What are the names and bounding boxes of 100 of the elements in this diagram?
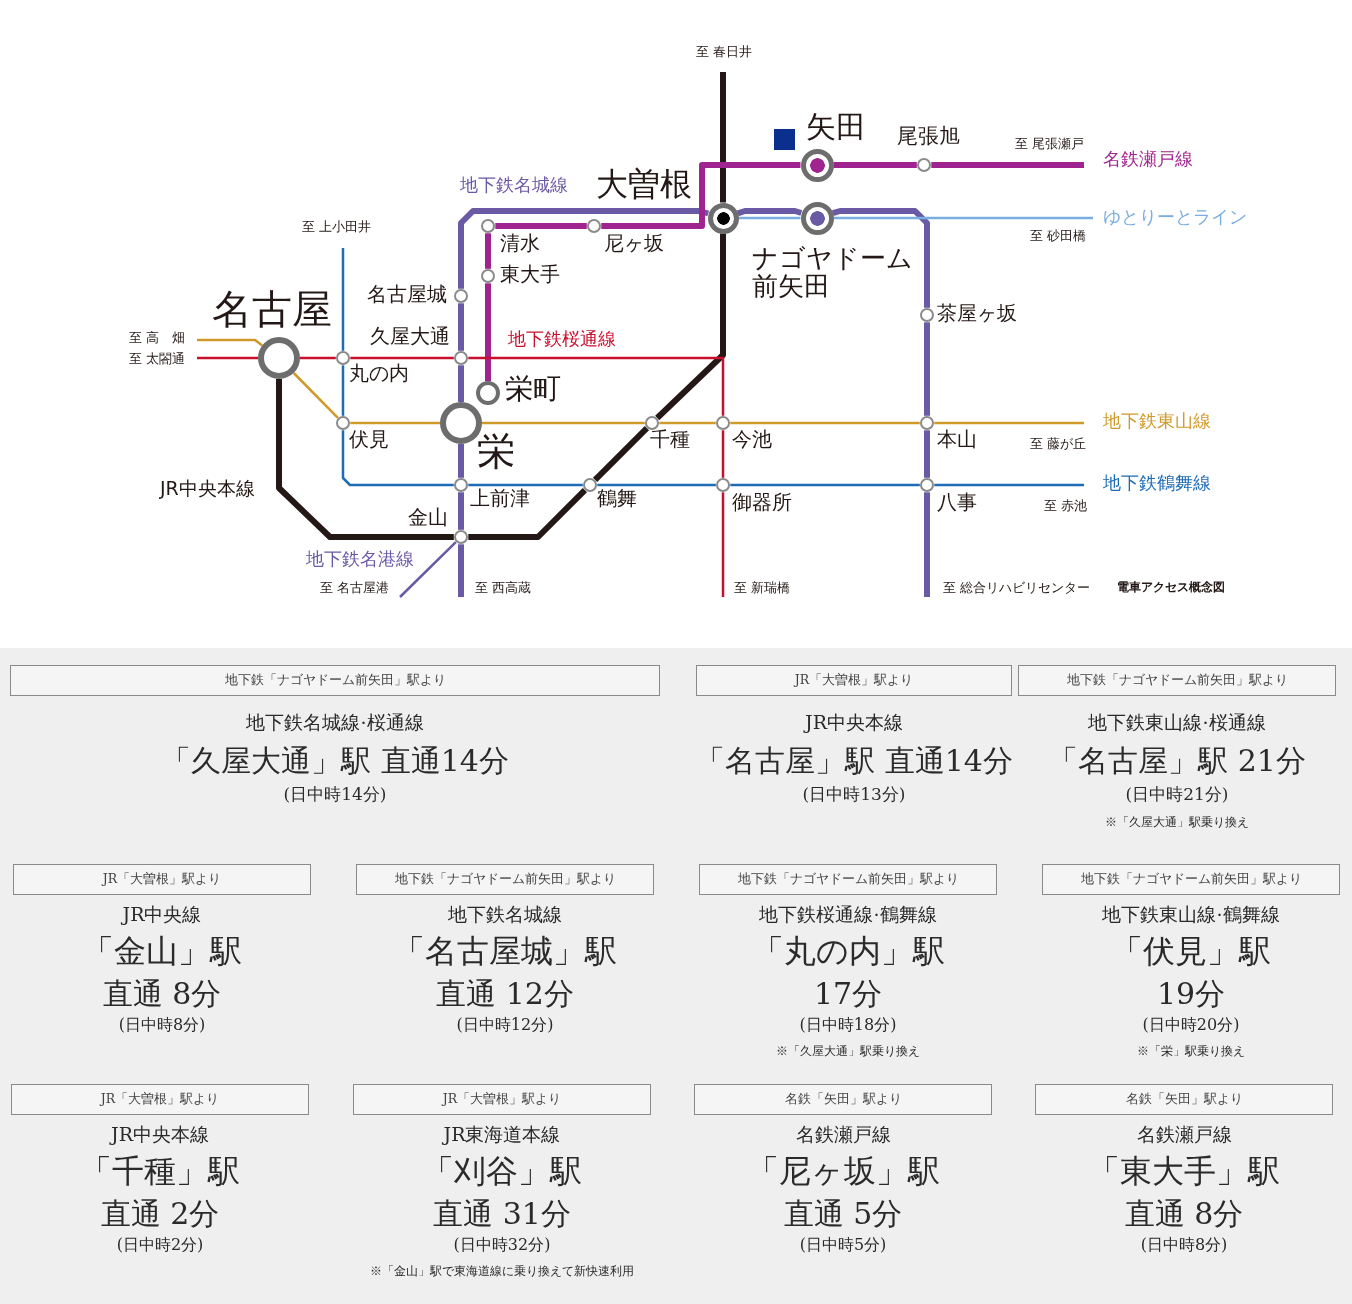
station-name: 尾張旭 [897,124,960,149]
rail-line [197,356,258,360]
daytime-time: (日中時14分) [283,785,387,805]
origin-station-header: 地下鉄「ナゴヤドーム前矢田」駅より [10,665,660,696]
travel-time: 直通 12分 [436,977,574,1012]
line-name: 地下鉄鶴舞線 [1103,473,1211,494]
station-name: 丸の内 [349,362,409,385]
rail-line [655,233,726,421]
rail-line [495,223,587,229]
line-name: JR中央線 [122,904,202,926]
station-name: 今池 [732,428,772,451]
station-circle [453,288,469,304]
rail-line [720,72,726,203]
station-circle [453,477,469,493]
direction-label: 至 尾張瀬戸 [1015,137,1085,152]
rail-line [833,216,1093,220]
rail-line [458,444,464,478]
travel-time: 直通 8分 [102,977,222,1012]
station-name: 名古屋 [212,286,332,332]
station-circle [480,268,496,284]
station-name: ナゴヤドーム前矢田 [752,244,914,301]
station-name: 上前津 [470,487,530,510]
rail-line [736,208,803,217]
daytime-time: (日中時8分) [118,1016,206,1035]
rail-line [300,356,336,360]
daytime-time: (日中時5分) [799,1236,887,1255]
destination-station: 「名古屋城」駅 [393,933,617,970]
line-name: 地下鉄名城線 [448,904,562,926]
rail-line [931,162,1084,168]
station-circle [335,350,351,366]
line-name: 地下鉄桜通線·鶴舞線 [759,904,937,926]
direction-label: 至 上小田井 [302,220,372,235]
direction-label: 至 藤が丘 [1030,437,1087,452]
line-name: 名鉄瀬戸線 [795,1124,891,1146]
station-circle [916,157,932,173]
line-name: 地下鉄東山線·鶴舞線 [1102,904,1280,926]
station-name: 本山 [937,428,977,451]
rail-line [924,322,930,416]
daytime-time: (日中時18分) [799,1016,897,1035]
rail-line [458,544,464,597]
rail-line [592,425,650,483]
station-name: 金山 [408,506,448,529]
origin-station-header: 名鉄「矢田」駅より [694,1084,992,1115]
station-circle [480,218,496,234]
station-name: 栄 [477,430,515,474]
daytime-time: (日中時8分) [1140,1236,1228,1255]
daytime-time: (日中時20分) [1142,1016,1240,1035]
line-name: 地下鉄東山線 [1103,411,1211,432]
direction-label: 至 太閤通 [129,352,186,367]
station-name: 東大手 [500,263,560,286]
rail-line [197,338,263,347]
station-circle [919,477,935,493]
destination-station: 「千種」駅 [80,1153,240,1190]
station-name: 矢田 [806,110,866,145]
rail-line [659,421,716,425]
destination-station: 「金山」駅 [82,933,242,970]
destination-station: 「東大手」駅 [1088,1153,1280,1190]
daytime-time: (日中時21分) [1125,785,1229,805]
rail-line [458,208,710,289]
rail-line [341,430,454,487]
direction-label: 至 赤池 [1044,499,1088,514]
rail-line [341,365,345,416]
rail-line [458,492,464,530]
travel-time: 17分 [813,977,883,1012]
rail-line [468,487,588,540]
station-name: 名古屋城 [367,283,447,306]
line-name: JR中央本線 [805,712,903,734]
destination-time: 「名古屋」駅 直通14分 [695,744,1013,779]
station-circle [707,202,739,234]
line-name: JR中央本線 [160,478,255,500]
origin-station-header: 名鉄「矢田」駅より [1035,1084,1333,1115]
travel-time: 19分 [1156,977,1226,1012]
rail-line [721,430,725,478]
origin-station-header: 地下鉄「ナゴヤドーム前矢田」駅より [699,864,997,895]
station-circle [586,218,602,234]
rail-line [482,421,645,425]
travel-time: 直通 5分 [783,1197,903,1232]
transfer-note: ※「金山」駅で東海道線に乗り換えて新快速利用 [370,1265,634,1279]
origin-station-header: 地下鉄「ナゴヤドーム前矢田」駅より [356,864,654,895]
rail-line [350,421,440,425]
rail-line [924,430,930,478]
station-circle [335,415,351,431]
rail-line [468,356,725,416]
line-name: 地下鉄桜通線 [508,329,616,350]
station-circle [919,307,935,323]
station-circle [800,201,834,235]
line-name: 地下鉄名城線·桜通線 [246,712,424,734]
rail-line [468,483,583,487]
rail-line [833,162,917,168]
station-name: 清水 [500,232,540,255]
station-circle [800,148,834,182]
destination-station: 「刈谷」駅 [422,1153,582,1190]
rail-line [485,233,491,269]
origin-station-header: JR「大曽根」駅より [13,864,311,895]
direction-label: 至 新瑞橋 [734,581,791,596]
daytime-time: (日中時2分) [116,1236,204,1255]
station-circle [476,381,500,405]
destination-station: 「尼ヶ坂」駅 [746,1153,940,1190]
direction-label: 至 名古屋港 [320,581,390,596]
origin-station-header: JR「大曽根」駅より [353,1084,651,1115]
